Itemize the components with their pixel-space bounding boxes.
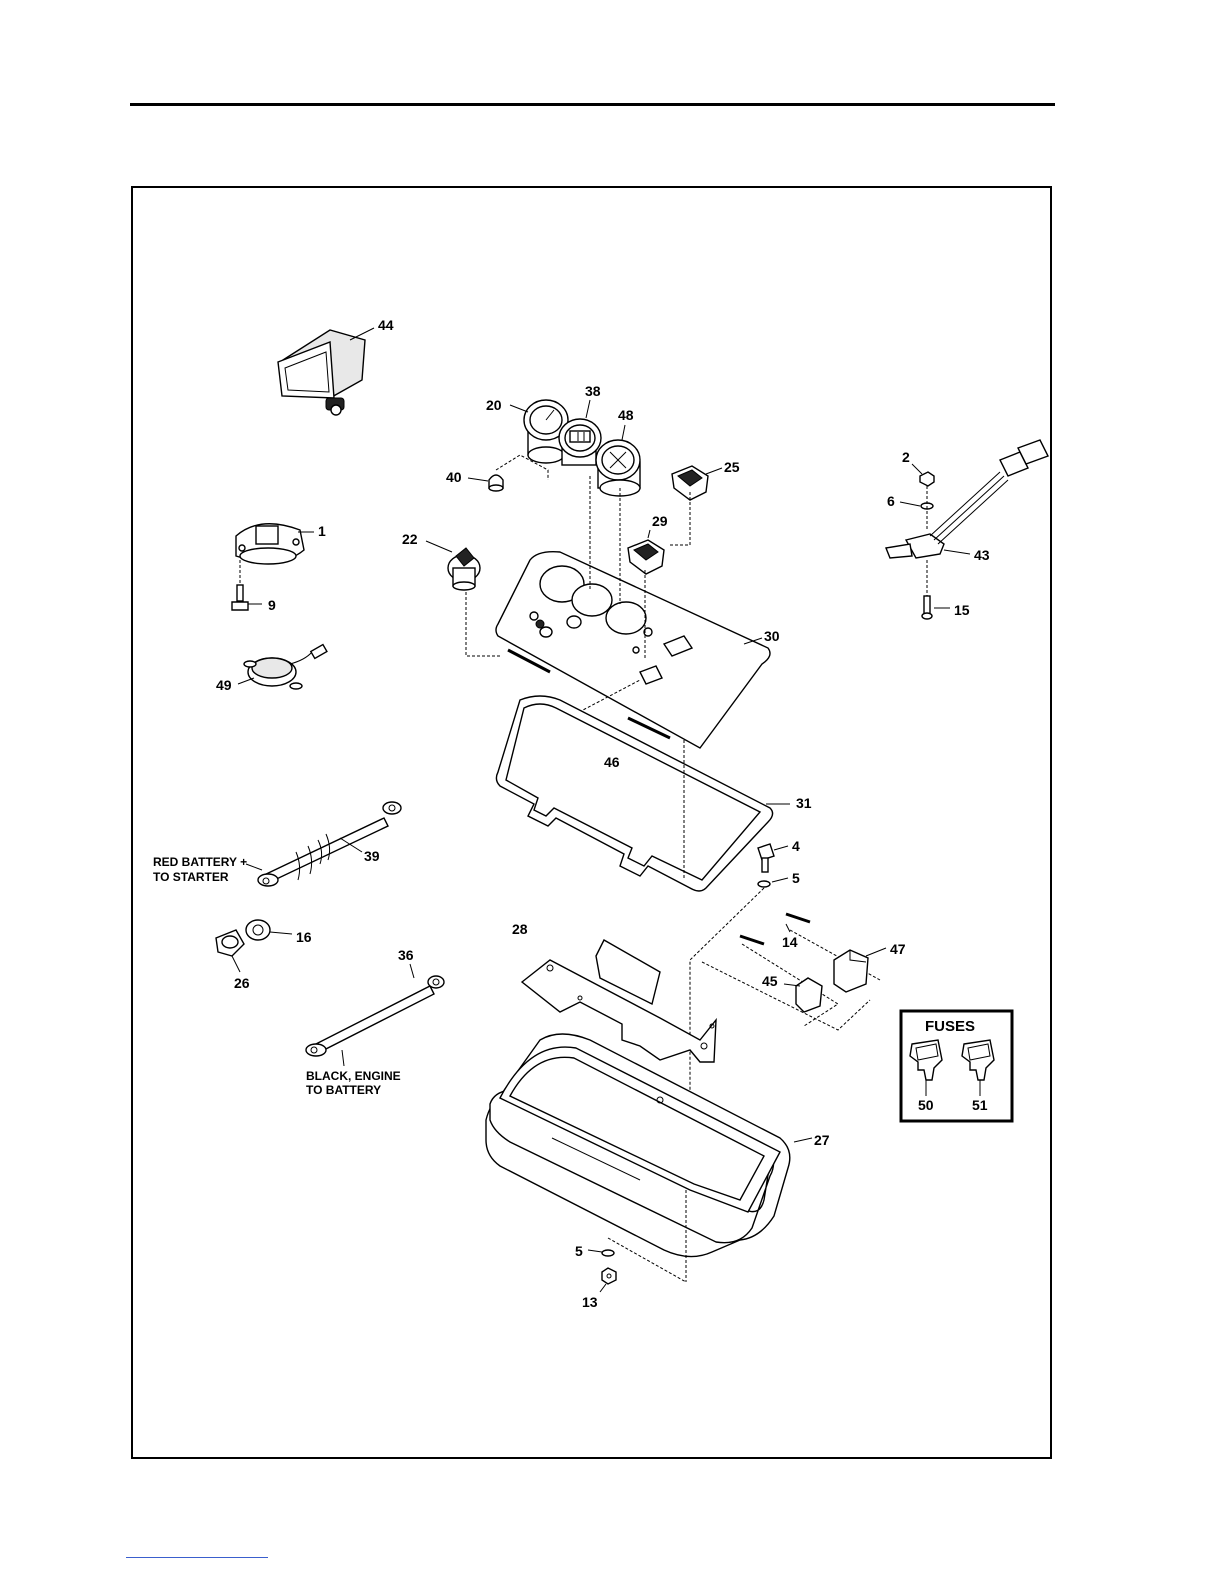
callout-39: 39 (364, 848, 380, 864)
part-36-black-cable (306, 964, 444, 1066)
note-red-battery-line1: RED BATTERY + (153, 855, 247, 869)
part-48-gauge (596, 425, 640, 496)
part-22-key-switch (426, 541, 500, 656)
callout-44: 44 (378, 317, 394, 333)
callout-38: 38 (585, 383, 601, 399)
callout-31: 31 (796, 795, 812, 811)
part-1-relay (236, 524, 314, 588)
callout-15: 15 (954, 602, 970, 618)
callout-45: 45 (762, 973, 778, 989)
part-2-nut (912, 464, 934, 486)
callout-14: 14 (782, 934, 798, 950)
callout-43: 43 (974, 547, 990, 563)
callout-51: 51 (972, 1097, 988, 1113)
part-47-relay (834, 948, 886, 992)
callout-36: 36 (398, 947, 414, 963)
callout-27: 27 (814, 1132, 830, 1148)
callout-26: 26 (234, 975, 250, 991)
part-45-relay (784, 978, 822, 1012)
callout-49: 49 (216, 677, 232, 693)
callout-5-upper: 5 (792, 870, 800, 886)
callout-50: 50 (918, 1097, 934, 1113)
callout-16: 16 (296, 929, 312, 945)
part-6-washer (900, 486, 933, 530)
callout-22: 22 (402, 531, 418, 547)
callout-20: 20 (486, 397, 502, 413)
callout-9: 9 (268, 597, 276, 613)
callout-2: 2 (902, 449, 910, 465)
callout-5-lower: 5 (575, 1243, 583, 1259)
callout-4: 4 (792, 838, 800, 854)
callout-48: 48 (618, 407, 634, 423)
callout-28: 28 (512, 921, 528, 937)
part-9-bolt (232, 585, 262, 610)
callout-30: 30 (764, 628, 780, 644)
callout-25: 25 (724, 459, 740, 475)
part-20-gauge (510, 400, 568, 463)
part-15-bolt (922, 560, 950, 619)
callout-47: 47 (890, 941, 906, 957)
part-49-buzzer (238, 645, 327, 689)
fuses-title: FUSES (925, 1018, 975, 1035)
part-4-bolt (758, 844, 788, 872)
note-black-engine-line1: BLACK, ENGINE (306, 1069, 401, 1083)
part-13-nut (600, 1268, 616, 1292)
callout-6: 6 (887, 493, 895, 509)
callout-13: 13 (582, 1294, 598, 1310)
part-43-speed-sensor-harness (886, 440, 1048, 558)
callout-40: 40 (446, 469, 462, 485)
part-25-rocker-switch (672, 466, 722, 500)
part-44-work-light (278, 328, 374, 415)
part-14-screws (740, 914, 810, 944)
part-26-terminal-boot (216, 930, 244, 972)
callout-46: 46 (604, 754, 620, 770)
part-29-rocker-switch (628, 530, 664, 574)
part-27-dash-housing (486, 1034, 812, 1282)
callout-29: 29 (652, 513, 668, 529)
note-black-engine-line2: TO BATTERY (306, 1083, 381, 1097)
part-39-red-cable (246, 802, 401, 886)
callout-1: 1 (318, 523, 326, 539)
note-red-battery-line2: TO STARTER (153, 870, 229, 884)
part-16-cap (246, 920, 292, 940)
